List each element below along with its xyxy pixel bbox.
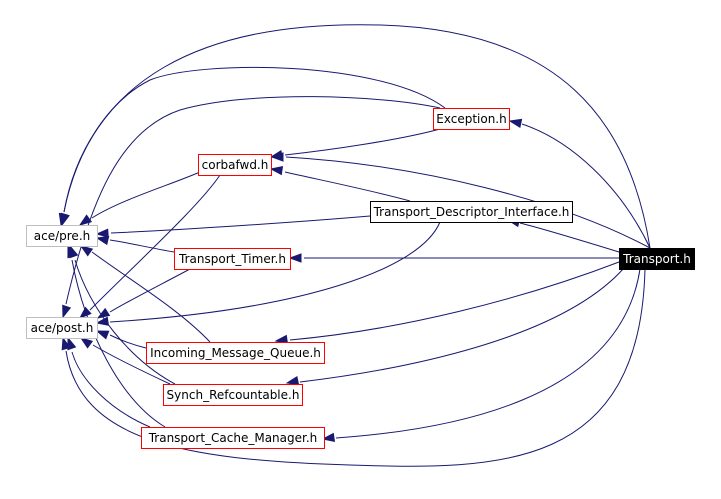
edge-line [92,344,171,385]
node-tdi[interactable]: Transport_Descriptor_Interface.h [370,201,573,223]
node-corbafwd[interactable]: corbafwd.h [198,154,272,176]
node-box[interactable] [26,317,98,339]
node-label: Transport_Descriptor_Interface.h [373,205,570,219]
edge-transport-to-tcm [321,268,641,443]
node-timer[interactable]: Transport_Timer.h [174,248,291,270]
edge-arrowhead [78,214,93,226]
edge-line [89,174,221,311]
edge-imq-to-post [95,330,147,349]
edge-transport-to-exception [508,118,651,249]
edge-line [284,128,441,156]
edge-exception-to-corbafwd [269,128,441,160]
edge-arrowhead [95,330,110,340]
edge-arrowhead [288,253,302,263]
edge-arrowhead [95,228,109,238]
edge-tcm-to-pre [67,244,166,428]
node-imq[interactable]: Incoming_Message_Queue.h [146,342,325,364]
edge-line [289,261,620,341]
edge-transport-to-corbafwd [270,152,651,249]
edge-tdi-to-post [95,221,441,326]
node-box[interactable] [163,384,303,406]
node-tcm[interactable]: Transport_Cache_Manager.h [141,427,325,449]
node-label: Transport_Cache_Manager.h [148,431,318,445]
edge-arrowhead [67,244,77,259]
edge-arrowhead [508,118,523,129]
edge-arrowhead [269,165,284,176]
edge-transport-to-imq [274,261,620,345]
node-transport[interactable]: Transport.h [619,248,695,270]
edge-line [109,334,147,349]
node-pre[interactable]: ace/pre.h [26,225,98,247]
edge-exception-to-pre [60,66,446,227]
edge-arrowhead [79,245,94,257]
edge-timer-to-pre [95,235,175,253]
node-box[interactable] [146,342,325,364]
node-label: Exception.h [436,112,506,126]
edges-layer [58,24,651,467]
edge-arrowhead [285,375,300,386]
edge-line [521,123,651,249]
node-box[interactable] [26,225,98,247]
edge-tdi-to-pre [95,215,371,238]
edge-line [91,171,201,219]
edge-arrowhead [79,337,94,349]
edge-transport-to-tdi [506,217,620,253]
edge-line [285,156,651,249]
node-label: Synch_Refcountable.h [167,388,300,402]
node-label: Transport_Timer.h [178,252,286,266]
node-box[interactable] [370,201,573,223]
edge-timer-to-post [96,268,191,319]
edge-arrowhead [62,304,72,319]
edge-arrowhead [269,149,284,160]
node-box[interactable] [174,248,291,270]
edge-exception-to-post [62,96,441,319]
node-post[interactable]: ace/post.h [26,317,98,339]
edge-line [74,259,176,385]
edge-tdi-to-corbafwd [269,165,411,202]
edge-arrowhead [67,336,77,351]
node-box[interactable] [433,108,510,130]
edge-line [109,221,441,323]
edge-line [71,351,151,428]
edge-line [335,268,641,439]
edge-line [284,171,411,202]
node-exception[interactable]: Exception.h [433,108,510,130]
edge-line [63,66,446,213]
edge-line [109,268,191,313]
edge-line [519,222,620,253]
edge-imq-to-pre [79,245,211,343]
node-box[interactable] [198,154,272,176]
edge-transport-to-timer [288,253,619,263]
node-label: ace/pre.h [34,229,90,243]
edge-line [91,251,211,343]
edge-synch-to-post [79,337,171,385]
edge-arrowhead [321,432,336,443]
edge-arrowhead [96,307,111,319]
edge-arrowhead [95,235,110,246]
edge-tcm-to-post [67,336,151,428]
edge-transport-to-synch [285,267,625,386]
edge-corbafwd-to-post [78,174,221,319]
node-label: Incoming_Message_Queue.h [150,346,321,360]
edge-arrowhead [95,316,110,326]
node-label: ace/post.h [31,321,94,335]
edge-line [299,267,625,383]
node-label: Transport.h [622,252,691,266]
edge-line [109,239,175,253]
node-synch[interactable]: Synch_Refcountable.h [163,384,303,406]
node-box[interactable] [141,427,325,449]
edge-arrowhead [60,212,70,227]
edge-line [65,96,441,305]
edge-line [110,215,371,234]
edge-line [71,259,166,428]
node-label: corbafwd.h [202,158,269,172]
nodes-layer: Exception.h corbafwd.hTransport_Descripto… [26,108,695,449]
edge-line [65,268,646,467]
node-box[interactable] [619,248,695,270]
edge-corbafwd-to-pre [78,171,201,226]
